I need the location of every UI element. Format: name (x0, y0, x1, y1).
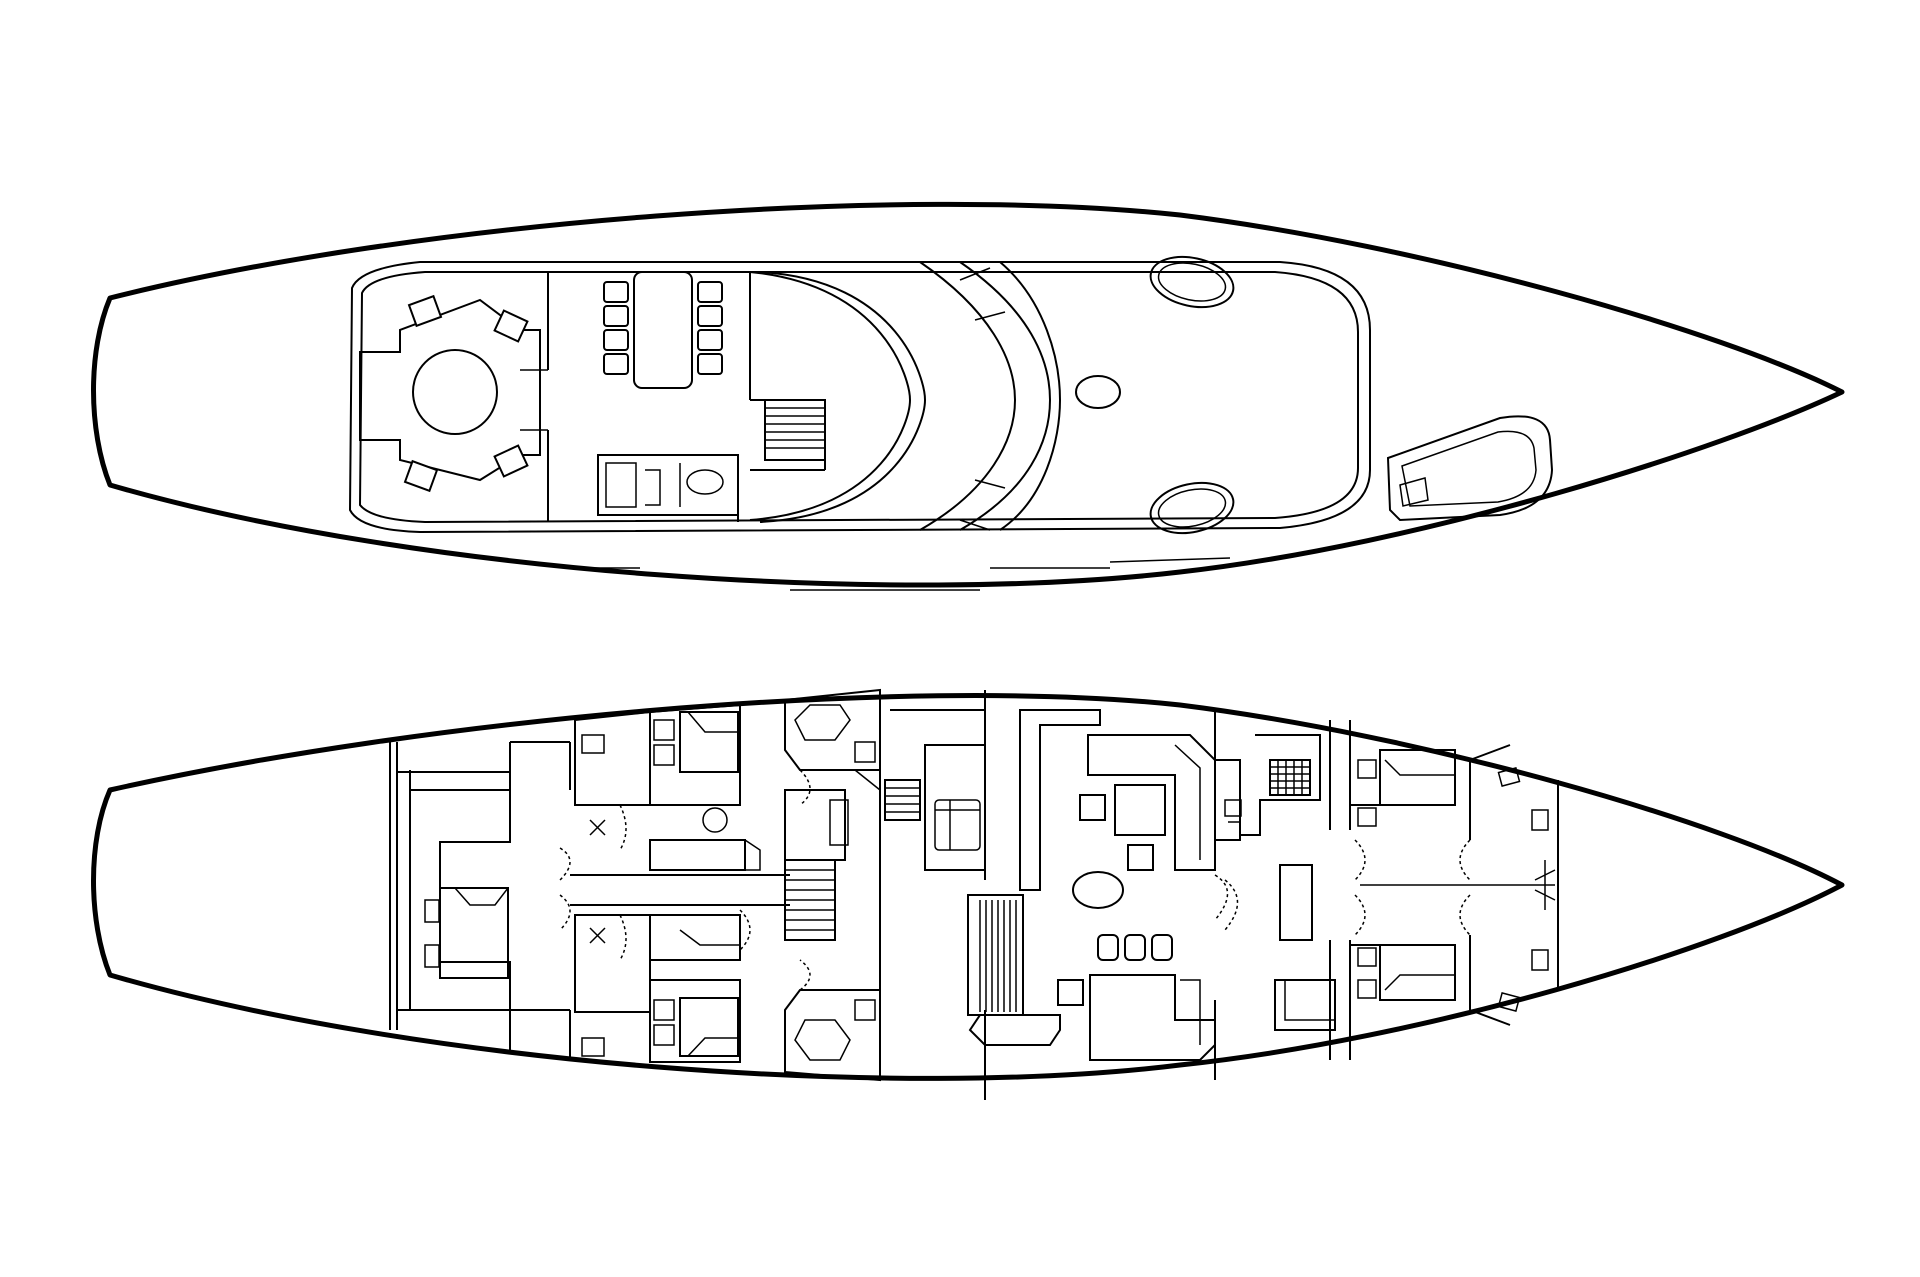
galley-unit (924, 744, 986, 871)
saloon-armchair-1 (1079, 794, 1106, 821)
upper-hull-outline (91, 201, 1845, 588)
owner-nightstand-1 (424, 899, 440, 923)
settee-mid-cushion (829, 799, 849, 846)
hatch-port-inner (1157, 262, 1227, 302)
saloon-round-table (1072, 871, 1124, 909)
hatch-port (1149, 255, 1235, 309)
mid-heads-port (784, 688, 881, 806)
saloon-bench (968, 1014, 1061, 1046)
saloon-dining-chairs (1097, 934, 1173, 961)
saloon-front-inner (749, 271, 912, 521)
aft-wall-ledge (520, 369, 548, 431)
saloon-settee-lower (1089, 974, 1216, 1061)
wc-shower (605, 462, 637, 508)
saloon-stair-steps (979, 900, 1017, 1012)
forepeak-locker-3 (1531, 809, 1549, 831)
arc-tick-1 (959, 267, 991, 281)
fwd-cabin-port-unit (1224, 799, 1242, 817)
fwd-door-port (1214, 874, 1229, 921)
lobby-door-stbd (559, 894, 571, 931)
fwd-table (1279, 864, 1313, 941)
aft-chairs (403, 294, 529, 493)
guest-cabin-1 (574, 710, 651, 851)
crew-cabin-port (1350, 749, 1456, 827)
arc-tick-4 (959, 519, 991, 531)
wc-toilet (645, 469, 661, 506)
wc-basin (686, 469, 724, 495)
fwd-settee-inner (1284, 980, 1335, 1021)
fwd-settee (1274, 979, 1336, 1031)
owner-nightstand-2 (424, 944, 440, 968)
arc-tick-3 (974, 479, 1006, 489)
fwd-head-grid (1269, 759, 1311, 796)
lobby-door-port (559, 847, 571, 881)
crew-door-3 (1459, 839, 1471, 881)
lower-stair-port-steps (785, 869, 835, 931)
saloon-front (759, 271, 927, 523)
forepeak-locker-1 (1497, 766, 1521, 788)
wc-unit (597, 454, 739, 516)
saloon-armchair-2 (1127, 844, 1154, 871)
fwd-cabin-port-fixture (1228, 821, 1241, 841)
forepeak-angled-2 (1469, 1009, 1511, 1026)
saloon-stair-block (1019, 709, 1101, 891)
bridge-arc-3 (999, 261, 1062, 531)
lower-deck-plan (91, 688, 1845, 1100)
crew-door-2 (1354, 894, 1366, 936)
crew-door-4 (1459, 894, 1471, 936)
saloon-stair (967, 894, 1024, 1016)
crew-door-1 (1354, 839, 1366, 881)
galley-stair-steps (885, 787, 920, 813)
rail-4 (1109, 557, 1231, 563)
bridge-arc-1 (919, 261, 1017, 531)
saloon-coffee-table (1114, 784, 1166, 836)
settee-mid (784, 789, 846, 861)
dining-chairs (603, 281, 723, 375)
forepeak-fitting (1534, 860, 1556, 910)
forepeak-locker-2 (1497, 991, 1521, 1013)
aft-settee (359, 298, 541, 482)
dining-table (633, 271, 693, 389)
galley-stove (934, 799, 981, 851)
saloon-settee-upper (1087, 734, 1216, 871)
hatch-centre (1075, 375, 1121, 409)
bow-tender-fitting (1399, 477, 1429, 507)
saloon-bar (1180, 979, 1201, 1045)
companion-stair (764, 399, 826, 461)
hatch-starboard (1149, 481, 1235, 535)
bridge-arc-2 (959, 261, 1052, 531)
hatch-starboard-inner (1157, 488, 1227, 528)
saloon-chair-lower (1057, 979, 1084, 1006)
upper-deck-plan (91, 201, 1845, 591)
owner-bed-head (454, 887, 509, 906)
guest-cabin-2 (649, 703, 761, 871)
crew-cabin-stbd (1350, 944, 1456, 1001)
galley-stove-detail (935, 800, 980, 850)
galley-stair (884, 779, 921, 821)
owner-bed (439, 887, 509, 979)
fwd-head-grid-lines (1270, 760, 1310, 795)
arc-tick-2 (974, 311, 1006, 321)
aft-round-table (412, 349, 498, 435)
bow-tender (1386, 415, 1554, 522)
forepeak-angled-1 (1469, 744, 1511, 761)
mid-heads-stbd (784, 959, 881, 1082)
companion-stair-steps (765, 407, 825, 449)
forepeak-locker-4 (1531, 949, 1549, 971)
fwd-door-stbd (1224, 879, 1239, 931)
bow-tender-inner (1401, 430, 1537, 507)
fwd-head-wall (1240, 734, 1321, 836)
guest-cabin-4 (649, 909, 751, 1063)
deckhouse-inner (358, 271, 1359, 524)
saloon-settee-upper-inner (1174, 744, 1201, 860)
guest-cabin-3 (574, 914, 651, 1057)
lower-hull-outline (91, 693, 1845, 1081)
deckhouse-outer (348, 261, 1371, 534)
